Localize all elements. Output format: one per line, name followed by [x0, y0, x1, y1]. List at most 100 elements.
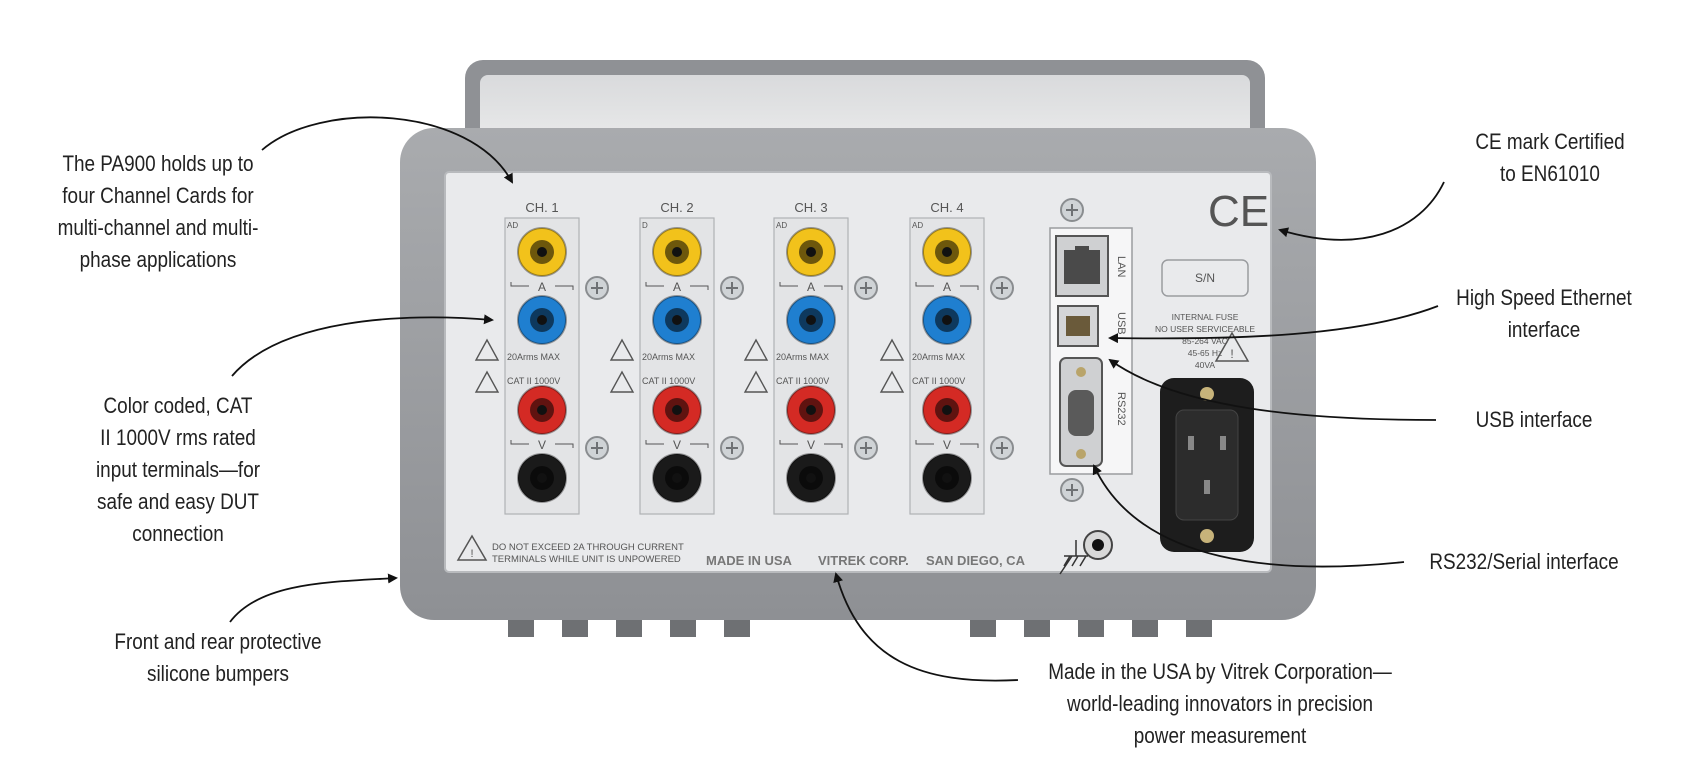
arrow-rs232 — [1092, 464, 1405, 568]
current-label: A — [673, 280, 681, 294]
callout-rs232: RS232/Serial interface — [1429, 549, 1619, 574]
serial-number-label: S/N — [1195, 271, 1215, 285]
high-voltage-triangle-icon — [879, 370, 905, 393]
channel-label: CH. 4 — [930, 200, 963, 215]
voltage-label: V — [673, 438, 681, 452]
svg-text:!: ! — [1230, 347, 1233, 361]
channel-cards: CH. 1 AD A 20Arms MAX CAT II 1000V V CH. 2 D A 20… — [474, 200, 1014, 515]
made-in-usa-text: MADE IN USA — [706, 553, 793, 568]
voltage-low-terminal-hole — [942, 473, 952, 483]
current-label: A — [943, 280, 951, 294]
fuse-info-line: 40VA — [1195, 360, 1215, 370]
warning-triangle-icon — [609, 338, 635, 361]
bracket-line — [779, 282, 843, 290]
warning-triangle-icon — [456, 534, 488, 561]
voltage-high-terminal-hole — [806, 405, 816, 415]
current-high-terminal-hole — [537, 247, 547, 257]
arrow-bumpers — [229, 573, 398, 623]
callout-input-terminals: Color coded, CAT II 1000V rms rated inpu… — [95, 393, 261, 546]
current-rating-text: 20Arms MAX — [912, 352, 965, 362]
channel-label: CH. 3 — [794, 200, 827, 215]
current-rating-text: 20Arms MAX — [642, 352, 695, 362]
voltage-low-terminal-hole — [537, 473, 547, 483]
screw-slot — [726, 442, 738, 454]
high-voltage-triangle-icon — [609, 370, 635, 393]
current-high-terminal-hole — [806, 247, 816, 257]
callout-ethernet: High Speed Ethernet interface — [1456, 285, 1632, 342]
bracket-line — [915, 282, 979, 290]
current-low-terminal-hole — [806, 315, 816, 325]
arrow-ce — [1278, 181, 1445, 241]
callout-bumpers: Front and rear protective silicone bumpe… — [114, 629, 322, 686]
warning-triangle-icon — [879, 338, 905, 361]
bracket-line — [915, 440, 979, 448]
bracket-line — [779, 440, 843, 448]
warning-triangle-icon — [743, 338, 769, 361]
current-rating-text: 20Arms MAX — [507, 352, 560, 362]
screw-slot — [996, 442, 1008, 454]
voltage-label: V — [807, 438, 815, 452]
lan-label: LAN — [1115, 256, 1127, 277]
high-voltage-triangle-icon — [474, 370, 500, 393]
voltage-high-terminal-hole — [942, 405, 952, 415]
current-low-terminal-hole — [537, 315, 547, 325]
fuse-info-line: 85-264 VAC — [1182, 336, 1228, 346]
current-label: A — [538, 280, 546, 294]
warning-triangle-icon — [474, 338, 500, 361]
screw-slot — [860, 442, 872, 454]
usb-label: USB — [1115, 312, 1127, 335]
current-rating-text: 20Arms MAX — [776, 352, 829, 362]
callout-channel-cards: The PA900 holds up to four Channel Cards… — [57, 151, 259, 272]
voltage-high-terminal-hole — [537, 405, 547, 415]
bracket-line — [510, 440, 574, 448]
screw-slot — [860, 282, 872, 294]
screw-slot — [996, 282, 1008, 294]
current-low-terminal-hole — [942, 315, 952, 325]
bracket-line — [510, 282, 574, 290]
rs232-label: RS232 — [1115, 392, 1127, 426]
serial-number-plate — [1161, 259, 1249, 297]
screw-slot — [591, 442, 603, 454]
voltage-rating-text: CAT II 1000V — [776, 376, 829, 386]
warning-text-line-2: TERMINALS WHILE UNIT IS UNPOWERED — [492, 554, 681, 565]
callout-ce-mark: CE mark Certified to EN61010 — [1475, 129, 1625, 186]
usb-socket-icon — [1066, 316, 1090, 336]
iec-socket-icon — [1175, 409, 1239, 521]
voltage-rating-text: CAT II 1000V — [507, 376, 560, 386]
voltage-rating-text: CAT II 1000V — [642, 376, 695, 386]
arrow-ethernet — [1108, 305, 1439, 344]
channel-card-3: CH. 3 AD A 20Arms MAX CAT II 1000V V — [743, 200, 878, 515]
voltage-low-terminal-hole — [672, 473, 682, 483]
channel-card-2: CH. 2 D A 20Arms MAX CAT II 1000V V — [609, 200, 744, 515]
bracket-line — [645, 440, 709, 448]
feet — [508, 615, 1212, 637]
arrow-terminals — [231, 314, 494, 377]
current-high-terminal-hole — [672, 247, 682, 257]
warning-triangle-icon — [1214, 331, 1250, 362]
ground-symbol-icon — [1059, 540, 1088, 575]
channel-tag: D — [642, 221, 648, 230]
fuse-info-line: 45-65 Hz — [1188, 348, 1223, 358]
ce-mark: CE — [1208, 187, 1269, 236]
arrow-channels — [261, 116, 513, 184]
voltage-label: V — [943, 438, 951, 452]
current-high-terminal-hole — [942, 247, 952, 257]
warning-text-line-1: DO NOT EXCEED 2A THROUGH CURRENT — [492, 542, 684, 553]
panel-footer: ! DO NOT EXCEED 2A THROUGH CURRENT TERMI… — [456, 534, 1026, 568]
current-label: A — [807, 280, 815, 294]
lan-socket-icon — [1064, 250, 1100, 284]
arrow-made — [833, 572, 1019, 682]
channel-label: CH. 1 — [525, 200, 558, 215]
bracket-line — [645, 282, 709, 290]
channel-tag: AD — [912, 221, 923, 230]
voltage-label: V — [538, 438, 546, 452]
channel-tag: AD — [776, 221, 787, 230]
screw-slot — [726, 282, 738, 294]
location-text: SAN DIEGO, CA — [926, 553, 1026, 568]
channel-label: CH. 2 — [660, 200, 693, 215]
callout-usb: USB interface — [1475, 407, 1593, 432]
